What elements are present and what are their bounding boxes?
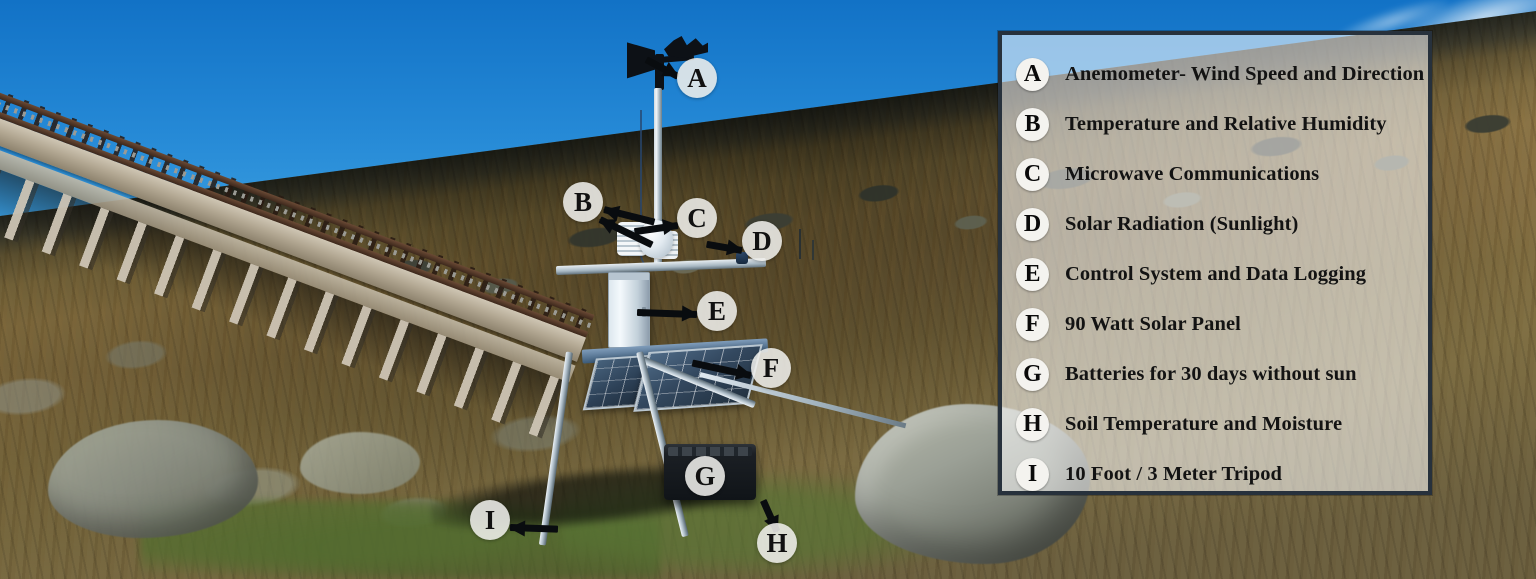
legend-row-d[interactable]: D Solar Radiation (Sunlight) bbox=[1016, 199, 1428, 249]
legend-label-a: Anemometer- Wind Speed and Direction bbox=[1065, 62, 1425, 85]
anemometer-hub bbox=[655, 54, 664, 90]
callout-marker-b[interactable]: B bbox=[563, 182, 603, 222]
enclosure-lid bbox=[609, 273, 649, 280]
legend-row-g[interactable]: G Batteries for 30 days without sun bbox=[1016, 349, 1428, 399]
sensor-cable bbox=[640, 110, 656, 270]
distant-tower bbox=[799, 229, 801, 259]
legend-row-f[interactable]: F 90 Watt Solar Panel bbox=[1016, 299, 1428, 349]
legend-row-b[interactable]: B Temperature and Relative Humidity bbox=[1016, 99, 1428, 149]
legend-panel: A Anemometer- Wind Speed and Direction B… bbox=[998, 31, 1432, 495]
legend-label-f: 90 Watt Solar Panel bbox=[1065, 312, 1241, 335]
legend-label-c: Microwave Communications bbox=[1065, 162, 1320, 185]
legend-row-c[interactable]: C Microwave Communications bbox=[1016, 149, 1428, 199]
legend-row-a[interactable]: A Anemometer- Wind Speed and Direction bbox=[1016, 49, 1428, 99]
battery-box-ribs bbox=[668, 447, 752, 456]
legend-badge-a: A bbox=[1016, 57, 1049, 91]
anemometer-propeller-icon bbox=[664, 36, 708, 58]
boulder bbox=[300, 432, 420, 494]
legend-badge-c: C bbox=[1016, 157, 1049, 191]
legend-badge-b: B bbox=[1016, 107, 1049, 141]
legend-list: A Anemometer- Wind Speed and Direction B… bbox=[1002, 35, 1428, 491]
legend-label-d: Solar Radiation (Sunlight) bbox=[1065, 212, 1299, 235]
legend-label-h: Soil Temperature and Moisture bbox=[1065, 412, 1343, 435]
legend-label-i: 10 Foot / 3 Meter Tripod bbox=[1065, 462, 1283, 485]
mast-pole bbox=[654, 88, 662, 268]
legend-label-b: Temperature and Relative Humidity bbox=[1065, 112, 1387, 135]
legend-label-e: Control System and Data Logging bbox=[1065, 262, 1367, 285]
legend-badge-f: F bbox=[1016, 307, 1049, 341]
legend-label-g: Batteries for 30 days without sun bbox=[1065, 362, 1357, 385]
legend-badge-e: E bbox=[1016, 257, 1049, 291]
legend-row-i[interactable]: I 10 Foot / 3 Meter Tripod bbox=[1016, 449, 1428, 499]
legend-badge-g: G bbox=[1016, 357, 1049, 391]
callout-marker-f[interactable]: F bbox=[751, 348, 791, 388]
callout-marker-e[interactable]: E bbox=[697, 291, 737, 331]
distant-tower bbox=[812, 240, 814, 260]
callout-marker-a[interactable]: A bbox=[677, 58, 717, 98]
boulder bbox=[48, 420, 258, 538]
callout-marker-d[interactable]: D bbox=[742, 221, 782, 261]
callout-marker-i[interactable]: I bbox=[470, 500, 510, 540]
legend-badge-i: I bbox=[1016, 457, 1049, 491]
callout-marker-c[interactable]: C bbox=[677, 198, 717, 238]
legend-row-h[interactable]: H Soil Temperature and Moisture bbox=[1016, 399, 1428, 449]
legend-row-e[interactable]: E Control System and Data Logging bbox=[1016, 249, 1428, 299]
legend-badge-h: H bbox=[1016, 407, 1049, 441]
leader-arrow-i bbox=[509, 524, 559, 533]
legend-badge-d: D bbox=[1016, 207, 1049, 241]
callout-marker-h[interactable]: H bbox=[757, 523, 797, 563]
callout-marker-g[interactable]: G bbox=[685, 456, 725, 496]
